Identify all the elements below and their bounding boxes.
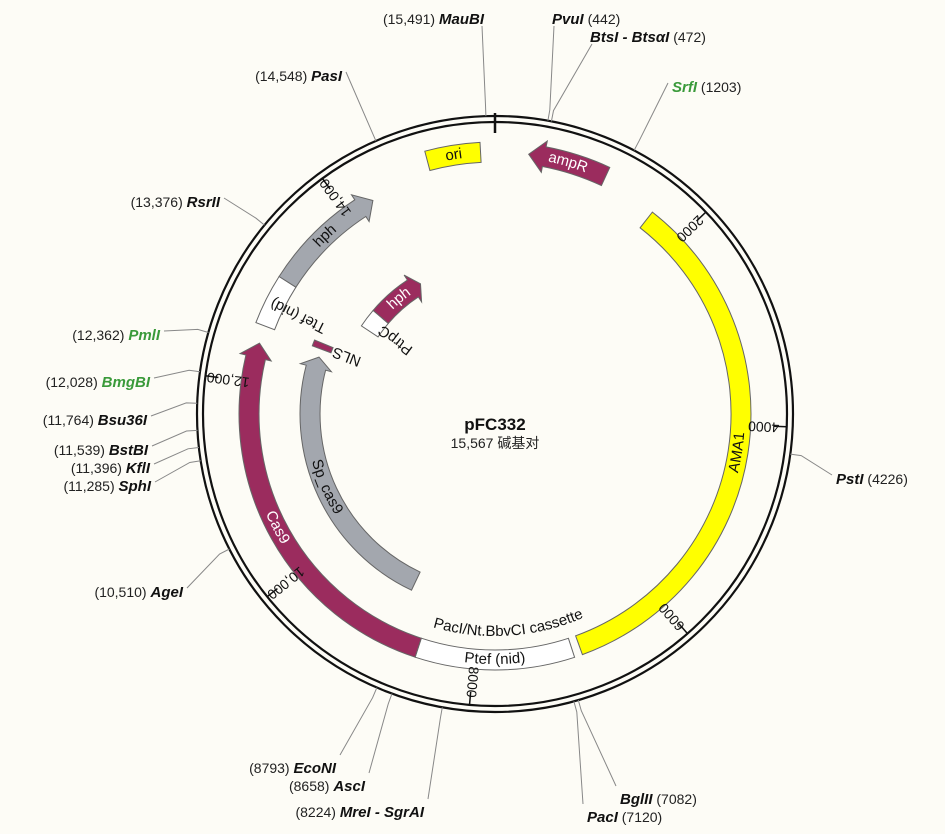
backbone [195,113,795,714]
enzyme-leader [163,328,209,333]
enzyme-label: (8658) AscI [289,778,366,795]
enzyme-leader [153,447,199,465]
enzyme-leader [573,701,584,805]
feature-Sp_cas9 [298,356,421,591]
feature-label-NLS: NLS [330,343,363,369]
feature-ori [424,141,482,172]
tick-mark [468,691,472,705]
enzyme-leader [223,197,265,226]
feature-AMA1 [574,211,752,656]
enzyme-leader [633,82,669,151]
enzyme-label: (13,376) RsrII [131,194,221,211]
tick-mark [695,211,707,222]
enzyme-label: (11,764) Bsu36I [43,412,148,429]
cassette-label: PacI/Nt.BbvCI cassette [432,605,586,640]
feature-label-AMA1: AMA1 [725,431,748,474]
feature-NLS [311,339,334,354]
enzyme-label: (10,510) AgeI [94,584,183,601]
enzyme-label: (8224) MreI - SgrAI [295,804,424,821]
tick-mark [205,375,219,379]
enzyme-label: (11,285) SphI [64,478,152,495]
enzyme-leader [481,25,487,117]
tick-label: 14,000 [316,176,354,220]
enzyme-label: BtsI - BtsαI (472) [590,29,706,46]
enzyme-leader [154,460,201,483]
enzyme-label: PacI (7120) [587,809,662,826]
enzyme-label: PstI (4226) [836,471,908,488]
feature-hph-outer [278,193,374,288]
enzyme-leader [790,453,833,476]
enzyme-leader [345,71,377,142]
enzyme-label: (11,539) BstBI [54,442,149,459]
tick-mark [321,178,331,190]
enzyme-label: (12,362) PmlI [72,327,161,344]
enzyme-leader [150,402,198,417]
plasmid-size: 15,567 碱基对 [451,435,540,451]
feature-label-Ptef: Ptef (nid) [464,649,527,668]
enzyme-leader [153,369,201,379]
enzyme-label: SrfI (1203) [672,79,741,96]
tick-label: 8000 [463,666,482,699]
feature-hph-inner [372,274,423,325]
enzyme-leader [427,707,443,800]
tick-label: 10,000 [264,564,308,603]
enzymes-layer: (15,491) MauBI PvuI (442)BtsI - BtsαI (47… [43,11,908,826]
enzyme-leader [339,687,378,756]
enzyme-leader [550,43,593,122]
enzyme-leader [368,693,393,774]
enzyme-label: (15,491) MauBI [383,11,485,28]
enzyme-label: (14,548) PasI [255,68,343,85]
enzyme-leader [151,429,198,447]
feature-Cas9 [238,342,422,658]
tick-label: 4000 [748,418,780,435]
enzyme-leader [577,699,617,787]
enzyme-label: (8793) EcoNI [249,760,337,777]
tick-mark [773,425,787,428]
enzyme-label: (11,396) KflI [71,460,151,477]
enzyme-label: (12,028) BmgBI [46,374,151,391]
enzyme-leader [186,548,230,589]
enzyme-leader [547,25,555,121]
backbone-inner-ring [201,120,789,708]
tick-mark [678,623,689,635]
backbone-outer-ring [195,114,795,714]
feature-label-ori: ori [444,145,463,164]
tick-label: 12,000 [206,369,251,390]
plasmid-name: pFC332 [464,415,525,434]
tick-mark [266,588,278,598]
enzyme-label: BglII (7082) [620,791,697,808]
enzyme-label: PvuI (442) [552,11,620,28]
feature-ampR [528,139,611,187]
